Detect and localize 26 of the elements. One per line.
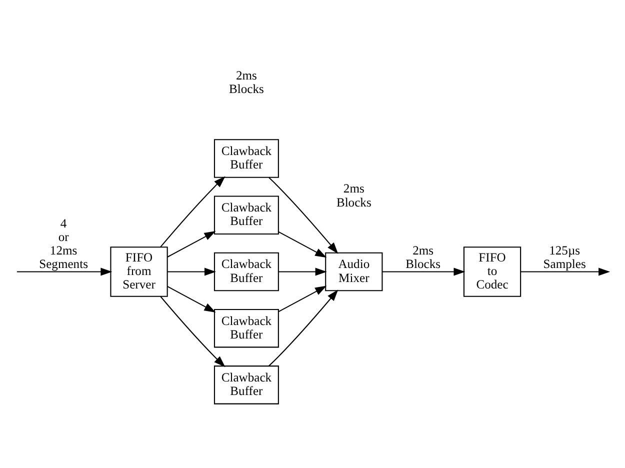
- node-box: FIFO from Server: [110, 246, 168, 297]
- edge-label: 4 or 12ms Segments: [39, 216, 88, 272]
- arrow: [167, 268, 216, 276]
- arrow: [268, 290, 338, 366]
- arrow: [160, 176, 226, 248]
- node-box: FIFO to Codec: [463, 246, 522, 297]
- arrow: [16, 268, 112, 276]
- label: 2ms Blocks: [229, 68, 264, 96]
- arrow: [167, 286, 216, 312]
- arrow: [167, 231, 216, 258]
- node-box: Clawback Buffer: [214, 308, 279, 348]
- node-box: Audio Mixer: [325, 252, 383, 292]
- edge-label: 125µs Samples: [543, 244, 586, 272]
- arrow: [268, 177, 338, 254]
- node-box: Clawback Buffer: [214, 366, 279, 404]
- node-box: Clawback Buffer: [214, 196, 279, 235]
- arrow: [278, 286, 327, 312]
- arrow: [278, 231, 327, 258]
- arrow: [520, 268, 610, 276]
- node-box: Clawback Buffer: [214, 252, 279, 292]
- edge-label: 2ms Blocks: [406, 244, 441, 272]
- arrow: [160, 296, 226, 368]
- node-box: Clawback Buffer: [214, 139, 279, 178]
- arrow: [382, 268, 466, 276]
- label: 2ms Blocks: [336, 182, 372, 210]
- arrow: [278, 268, 327, 276]
